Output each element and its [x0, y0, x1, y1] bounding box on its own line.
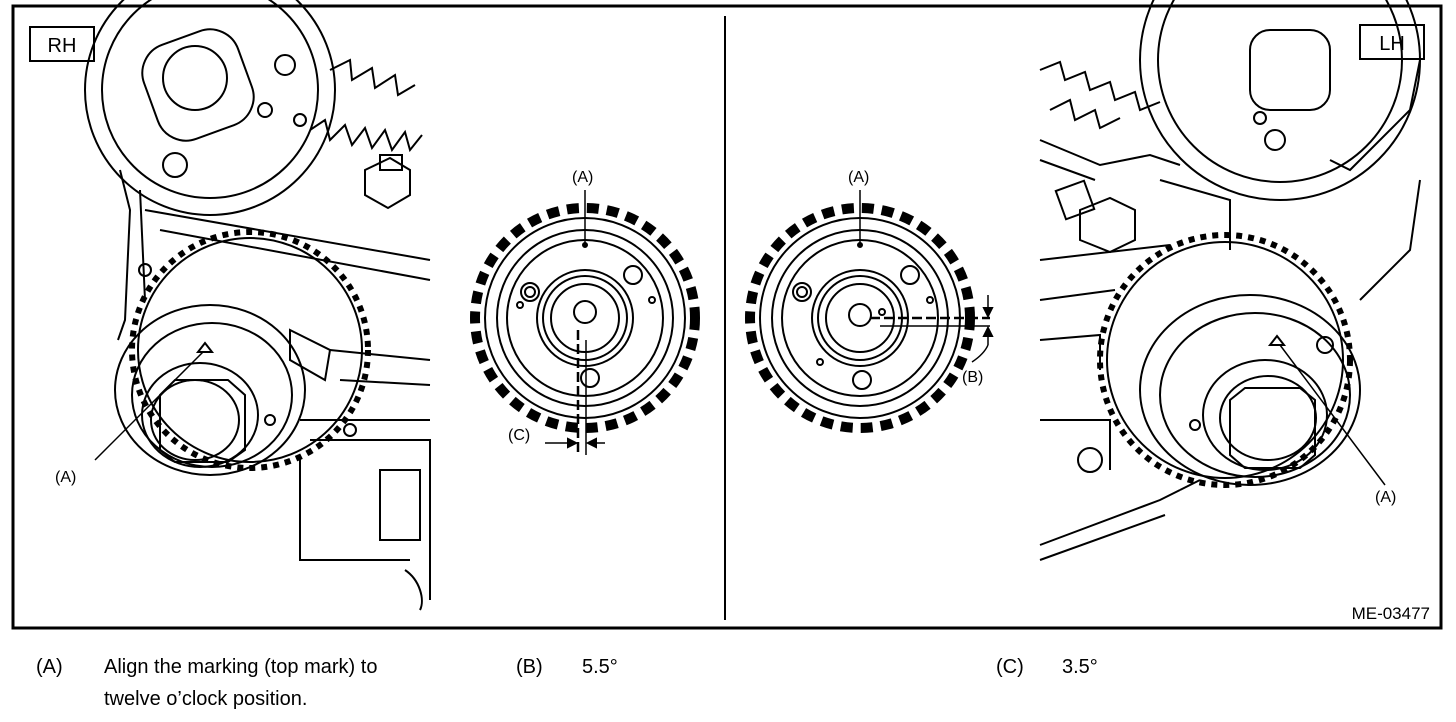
legend-text-a-line1: Align the marking (top mark) to [104, 656, 378, 678]
lh-sprocket-detail [745, 190, 994, 433]
lh-callout-a: (A) [1375, 489, 1396, 506]
lh-label: LH [1359, 24, 1425, 60]
rh-label: RH [29, 26, 95, 62]
legend-key-a: (A) [36, 656, 63, 678]
lh-label-text: LH [1379, 33, 1405, 55]
rh-engine-illustration [84, 0, 431, 611]
lh-engine-illustration [1039, 0, 1421, 561]
legend-key-b: (B) [516, 656, 543, 678]
lh-detail-callout-b: (B) [962, 369, 983, 386]
rh-detail-callout-c: (C) [508, 427, 530, 444]
legend-key-c: (C) [996, 656, 1024, 678]
legend: (A) Align the marking (top mark) to twel… [0, 654, 1456, 722]
rh-label-text: RH [48, 35, 77, 57]
legend-text-c: 3.5° [1062, 656, 1098, 678]
lh-detail-callout-a: (A) [848, 169, 869, 186]
figure-frame [11, 4, 1443, 630]
legend-text-b: 5.5° [582, 656, 618, 678]
rh-sprocket-detail [470, 190, 700, 455]
rh-detail-callout-a: (A) [572, 169, 593, 186]
figure-code: ME-03477 [1352, 604, 1430, 623]
legend-text-a-line2: twelve o’clock position. [104, 688, 308, 710]
cam-sprocket-diagram: RH LH [11, 0, 1443, 630]
rh-callout-a: (A) [55, 469, 76, 486]
